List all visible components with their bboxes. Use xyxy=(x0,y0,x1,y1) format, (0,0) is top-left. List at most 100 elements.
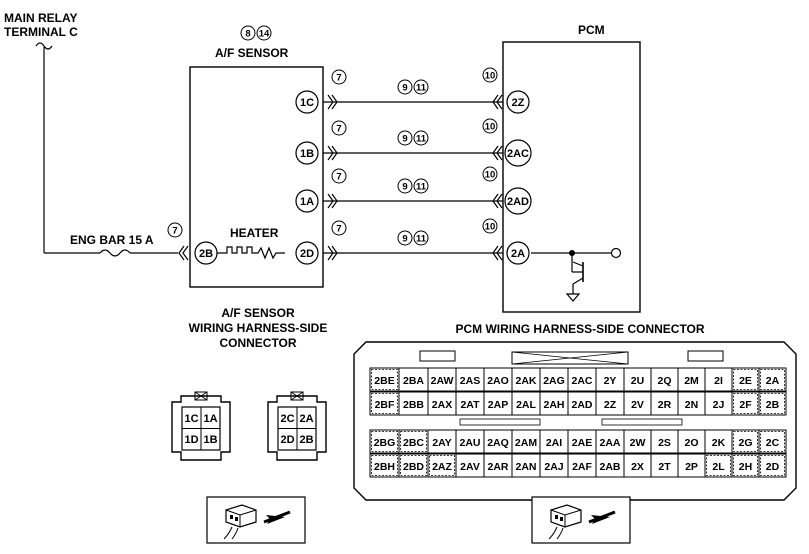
af-connector-a: 1C 1A 1D 1B xyxy=(171,391,231,461)
pcm-terminal-cell: 2AR xyxy=(483,453,513,478)
pin-circle: 2AC xyxy=(504,139,532,167)
svg-text:2P: 2P xyxy=(685,461,698,473)
svg-text:2AJ: 2AJ xyxy=(544,461,563,473)
svg-text:2AK: 2AK xyxy=(515,375,536,387)
svg-text:2R: 2R xyxy=(658,399,672,411)
pcm-terminal-cell: 2D xyxy=(758,453,787,478)
svg-text:2H: 2H xyxy=(739,461,752,473)
pcm-terminal-cell: 2T xyxy=(650,453,679,478)
svg-text:2BG: 2BG xyxy=(374,437,396,449)
pcm-terminal-cell: 2BB xyxy=(398,391,429,416)
svg-text:2L: 2L xyxy=(712,461,725,473)
svg-text:10: 10 xyxy=(485,122,496,133)
svg-text:2BB: 2BB xyxy=(403,399,424,411)
svg-text:2AF: 2AF xyxy=(572,461,592,473)
pcm-terminal-cell: 2Q xyxy=(650,367,679,392)
svg-text:2B: 2B xyxy=(766,399,780,411)
svg-text:9: 9 xyxy=(402,182,407,193)
connector-view-icon xyxy=(531,496,631,544)
svg-text:2AY: 2AY xyxy=(432,437,451,449)
note-circle: 7 xyxy=(331,69,347,85)
note-circle: 7 xyxy=(331,168,347,184)
pcm-terminal-cell: 2V xyxy=(623,391,652,416)
svg-text:2I: 2I xyxy=(714,375,723,387)
pin-label: 2A xyxy=(299,413,313,425)
svg-text:2K: 2K xyxy=(712,437,726,449)
svg-text:1A: 1A xyxy=(300,196,314,208)
svg-text:2AI: 2AI xyxy=(546,437,562,449)
svg-text:1B: 1B xyxy=(300,148,314,160)
svg-text:2A: 2A xyxy=(766,375,780,387)
pcm-terminal-cell: 2A xyxy=(758,367,787,392)
svg-text:2C: 2C xyxy=(766,437,780,449)
svg-text:7: 7 xyxy=(336,224,341,235)
pin-circle: 2Z xyxy=(506,90,530,114)
svg-text:10: 10 xyxy=(485,71,496,82)
connector-double-arrow-icon xyxy=(327,193,338,209)
heater-coil-icon xyxy=(217,246,285,260)
pcm-terminal-cell: 2BG xyxy=(369,429,400,454)
heater-label: HEATER xyxy=(230,226,279,240)
note-circle: 7 xyxy=(331,120,347,136)
svg-text:2AN: 2AN xyxy=(515,461,536,473)
svg-text:2Y: 2Y xyxy=(604,375,617,387)
pcm-terminal-cell: 2K xyxy=(704,429,733,454)
connector-double-arrow-icon xyxy=(327,145,338,161)
pcm-terminal-cell: 2O xyxy=(677,429,706,454)
pin-circle: 2B xyxy=(194,241,218,265)
pcm-terminal-cell: 2L xyxy=(704,453,733,478)
pin-circle: 2A xyxy=(506,241,530,265)
svg-text:2AX: 2AX xyxy=(432,399,452,411)
note-circle: 9 xyxy=(397,79,413,95)
svg-text:10: 10 xyxy=(485,222,496,233)
svg-text:2X: 2X xyxy=(631,461,644,473)
pcm-terminal-cell: 2R xyxy=(650,391,679,416)
note-circle: 7 xyxy=(167,222,183,238)
af-connector-b: 2C 2A 2D 2B xyxy=(267,391,327,461)
af-connector-caption: WIRING HARNESS-SIDE xyxy=(189,321,328,335)
pcm-terminal-cell: 2AS xyxy=(455,367,485,392)
pin-label: 1A xyxy=(203,413,217,425)
svg-text:2AO: 2AO xyxy=(487,375,509,387)
pcm-terminal-cell: 2AK xyxy=(511,367,541,392)
note-circle: 10 xyxy=(482,67,498,83)
note-circle: 8 xyxy=(240,25,256,41)
svg-text:2BC: 2BC xyxy=(403,437,424,449)
pcm-terminal-cell: 2U xyxy=(623,367,652,392)
pcm-terminal-cell: 2BC xyxy=(398,429,429,454)
svg-text:2AW: 2AW xyxy=(431,375,454,387)
pin-label: 1D xyxy=(184,434,198,446)
svg-text:2AT: 2AT xyxy=(460,399,480,411)
svg-text:2AS: 2AS xyxy=(460,375,480,387)
svg-text:11: 11 xyxy=(416,234,427,245)
main-relay-label: MAIN RELAY xyxy=(4,11,78,25)
svg-text:2BE: 2BE xyxy=(374,375,394,387)
pcm-terminal-cell: 2AI xyxy=(539,429,569,454)
svg-text:8: 8 xyxy=(245,29,250,40)
svg-text:2Z: 2Z xyxy=(512,97,525,109)
pcm-terminal-cell: 2Z xyxy=(595,391,625,416)
pcm-terminal-cell: 2Y xyxy=(595,367,625,392)
svg-text:14: 14 xyxy=(259,29,270,40)
svg-text:2AV: 2AV xyxy=(460,461,480,473)
svg-text:2V: 2V xyxy=(631,399,644,411)
svg-text:2E: 2E xyxy=(739,375,752,387)
pcm-terminal-cell: 2BA xyxy=(398,367,429,392)
pin-circle: 2AD xyxy=(504,187,532,215)
svg-text:9: 9 xyxy=(402,234,407,245)
note-circle: 11 xyxy=(413,130,429,146)
svg-text:2T: 2T xyxy=(658,461,671,473)
svg-text:1C: 1C xyxy=(300,97,314,109)
svg-text:2AE: 2AE xyxy=(572,437,592,449)
svg-text:2BA: 2BA xyxy=(403,375,424,387)
svg-text:2D: 2D xyxy=(766,461,780,473)
note-circle: 10 xyxy=(482,118,498,134)
svg-text:2N: 2N xyxy=(685,399,698,411)
svg-text:9: 9 xyxy=(402,83,407,94)
pcm-terminal-cell: 2M xyxy=(677,367,706,392)
pin-label: 2D xyxy=(280,434,294,446)
pcm-terminal-cell: 2W xyxy=(623,429,652,454)
svg-text:2AQ: 2AQ xyxy=(487,437,509,449)
pcm-terminal-cell: 2AU xyxy=(455,429,485,454)
